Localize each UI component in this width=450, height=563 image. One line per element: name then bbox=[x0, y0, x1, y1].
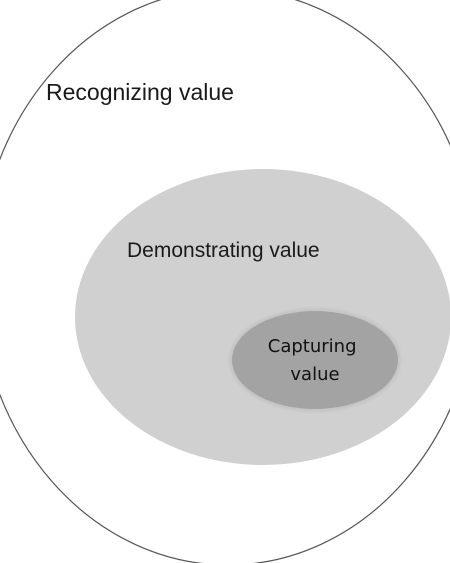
capturing-value-ellipse bbox=[232, 311, 398, 409]
recognizing-value-label: Recognizing value bbox=[46, 79, 234, 105]
capturing-value-label: Capturing value bbox=[268, 336, 362, 385]
capturing-value-label-line-2: value bbox=[290, 364, 339, 385]
capturing-value-label-line-1: Capturing bbox=[268, 336, 357, 357]
demonstrating-value-ellipse bbox=[75, 169, 450, 465]
demonstrating-value-label: Demonstrating value bbox=[127, 239, 320, 262]
